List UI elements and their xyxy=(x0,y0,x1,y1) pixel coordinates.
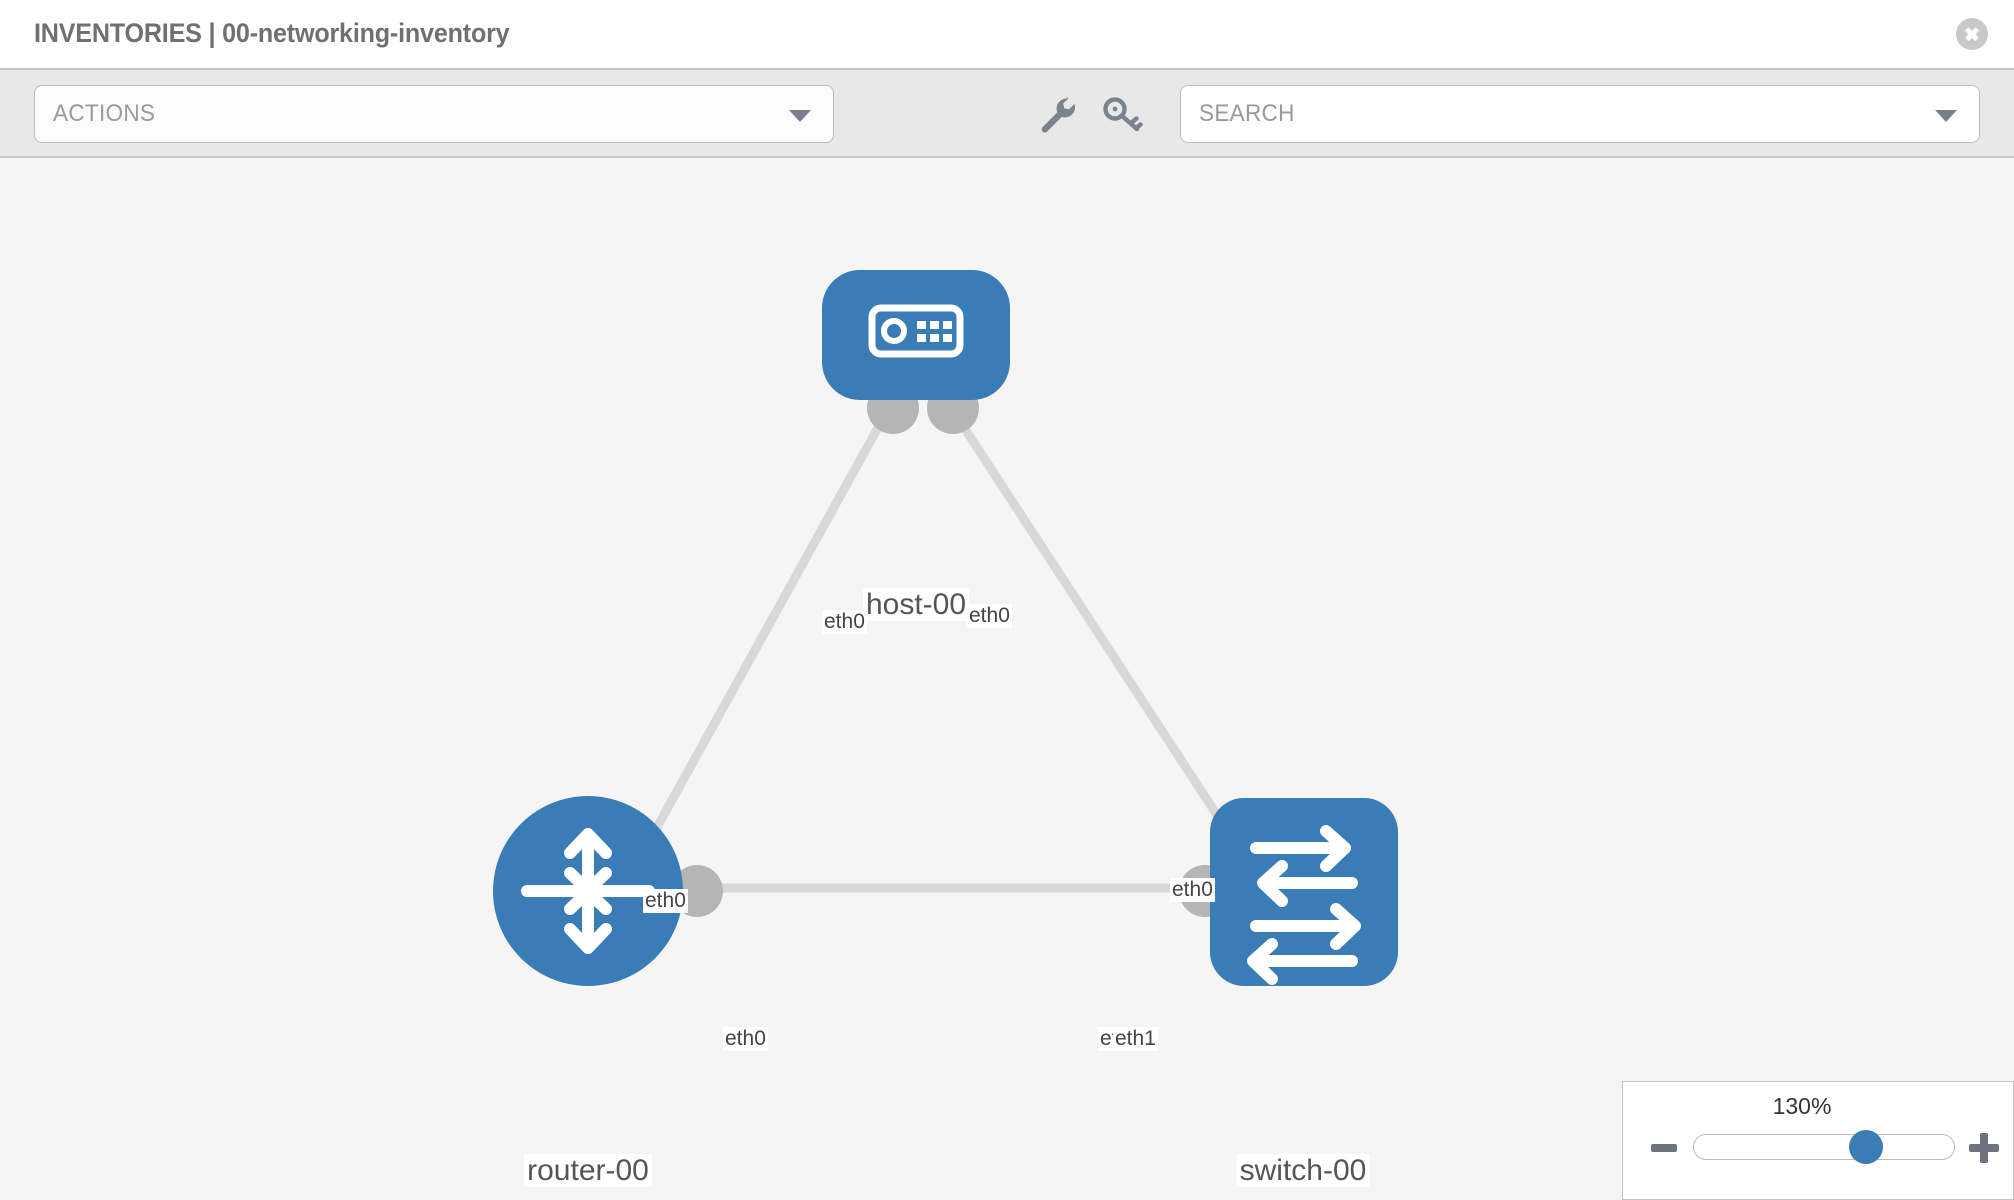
topology-ports xyxy=(619,382,1266,917)
node-label-switch-00: switch-00 xyxy=(1236,1154,1370,1187)
port-label-switch-left-b: eth1 xyxy=(1113,1027,1158,1052)
port-label-router-right: eth0 xyxy=(723,1027,768,1052)
switch-icon xyxy=(1247,825,1361,985)
search-input[interactable]: SEARCH xyxy=(1180,85,1980,143)
node-router-00 xyxy=(493,796,683,986)
actions-dropdown-label: ACTIONS xyxy=(53,100,156,127)
link-host-switch xyxy=(946,403,1249,861)
zoom-slider-thumb[interactable] xyxy=(1848,1130,1883,1164)
zoom-level-value: 130% xyxy=(1772,1093,1832,1119)
search-placeholder: SEARCH xyxy=(1199,100,1295,127)
chevron-down-icon[interactable] xyxy=(1935,110,1957,122)
port-label-host-left: eth0 xyxy=(822,610,867,635)
chevron-down-icon xyxy=(789,110,811,122)
key-icon[interactable] xyxy=(1100,92,1144,136)
port-label-host-right: eth0 xyxy=(967,604,1012,629)
node-label-host-00: host-00 xyxy=(862,588,970,621)
server-icon xyxy=(868,304,964,358)
wrench-icon[interactable] xyxy=(1035,92,1079,136)
topology-canvas[interactable]: host-00 router-00 switch-00 eth0 eth0 et… xyxy=(0,158,2014,1200)
topology-links xyxy=(636,403,1249,893)
router-icon xyxy=(521,828,655,954)
toolbar: ACTIONS SEARCH xyxy=(0,68,2014,158)
close-icon[interactable] xyxy=(1956,18,1988,50)
actions-dropdown[interactable]: ACTIONS xyxy=(34,85,834,143)
zoom-slider[interactable] xyxy=(1693,1130,1955,1164)
node-label-router-00: router-00 xyxy=(524,1154,652,1187)
zoom-control-panel: 130% xyxy=(1622,1081,2014,1200)
node-switch-00 xyxy=(1210,798,1398,986)
port-label-switch-upper: eth0 xyxy=(1170,878,1215,903)
page-title: INVENTORIES | 00-networking-inventory xyxy=(34,18,510,48)
zoom-in-button[interactable] xyxy=(1969,1133,1999,1163)
zoom-out-button[interactable] xyxy=(1651,1144,1677,1152)
link-host-router xyxy=(636,403,894,861)
page-header: INVENTORIES | 00-networking-inventory xyxy=(0,0,2014,68)
node-host-00 xyxy=(822,270,1010,400)
topology-graph xyxy=(493,270,1398,986)
port-label-router-upper: eth0 xyxy=(643,889,688,914)
